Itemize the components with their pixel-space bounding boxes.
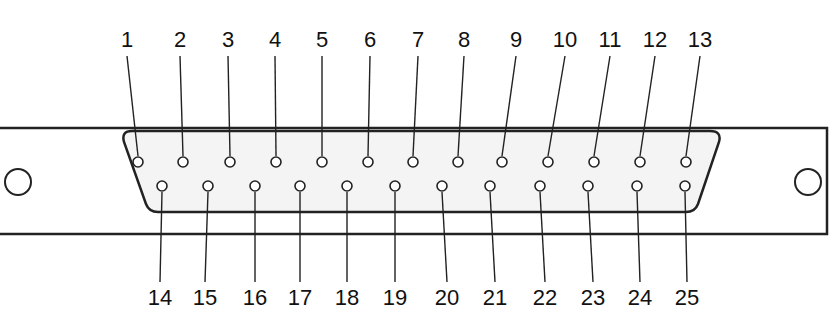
pin-number: 23 [581, 286, 605, 310]
leader-line [502, 56, 516, 156]
pin-number: 10 [553, 28, 577, 52]
pin-number: 3 [222, 28, 234, 52]
pin-number: 16 [243, 286, 267, 310]
pin-number: 1 [121, 28, 133, 52]
pin-group [133, 157, 691, 191]
leader-line [685, 192, 687, 282]
pin-number: 13 [688, 28, 712, 52]
pin-contact [225, 157, 235, 167]
pin-contact [681, 157, 691, 167]
pin-number: 6 [364, 28, 376, 52]
d-shell [123, 131, 719, 212]
leader-line [368, 56, 370, 156]
leader-line [458, 56, 464, 156]
pin-contact [535, 181, 545, 191]
leader-line [413, 56, 418, 156]
pin-contact [295, 181, 305, 191]
leader-line [180, 56, 183, 156]
pin-number: 4 [269, 28, 281, 52]
pin-number: 8 [458, 28, 470, 52]
pin-number: 5 [316, 28, 328, 52]
pin-number: 20 [435, 286, 459, 310]
pin-number: 11 [599, 28, 622, 52]
pin-number: 21 [483, 286, 507, 310]
pin-number: 12 [643, 28, 667, 52]
pin-contact [178, 157, 188, 167]
pin-contact [680, 181, 690, 191]
pin-number: 24 [628, 286, 652, 310]
leader-lines [127, 56, 700, 282]
pin-contact [437, 181, 447, 191]
leader-line [321, 56, 322, 156]
pin-contact [589, 157, 599, 167]
pin-number: 15 [193, 286, 217, 310]
leader-line [594, 56, 610, 156]
leader-line [640, 56, 655, 156]
leader-line [228, 56, 230, 156]
pin-number: 18 [335, 286, 359, 310]
leader-line [394, 192, 395, 282]
leader-line [127, 56, 138, 156]
leader-line [490, 192, 495, 282]
pin-contact [157, 181, 167, 191]
pin-contact [363, 157, 373, 167]
pin-contact [390, 181, 400, 191]
pin-contact [632, 181, 642, 191]
pin-contact [453, 157, 463, 167]
pin-number: 2 [174, 28, 186, 52]
mounting-hole [795, 169, 821, 195]
pin-contact [271, 157, 281, 167]
leader-line [275, 56, 276, 156]
pin-contact [583, 181, 593, 191]
pin-contact [203, 181, 213, 191]
leader-line [588, 192, 593, 282]
pin-contact [250, 181, 260, 191]
pin-contact [408, 157, 418, 167]
leader-line [205, 192, 208, 282]
leader-line [299, 192, 300, 282]
leader-line [254, 192, 255, 282]
pin-number: 17 [288, 286, 312, 310]
leader-line [346, 192, 347, 282]
pin-number: 22 [533, 286, 557, 310]
mounting-hole [5, 169, 31, 195]
leader-line [442, 192, 447, 282]
pin-contact [133, 157, 143, 167]
pin-number: 9 [510, 28, 522, 52]
pin-number: 25 [675, 286, 699, 310]
pin-contact [342, 181, 352, 191]
pin-number: 19 [383, 286, 407, 310]
leader-line [686, 56, 700, 156]
leader-line [540, 192, 545, 282]
pin-contact [497, 157, 507, 167]
pin-contact [317, 157, 327, 167]
pin-contact [485, 181, 495, 191]
pin-number: 14 [148, 286, 172, 310]
leader-line [637, 192, 640, 282]
pin-contact [543, 157, 553, 167]
pin-number: 7 [412, 28, 424, 52]
pin-contact [635, 157, 645, 167]
leader-line [548, 56, 565, 156]
leader-line [160, 192, 162, 282]
